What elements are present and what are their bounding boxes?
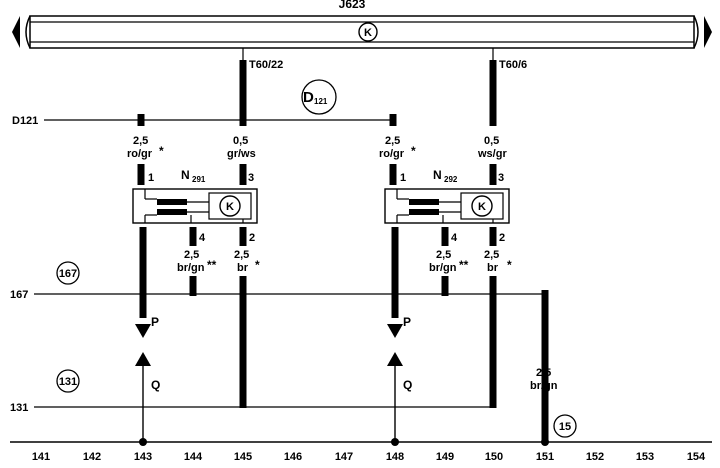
junction-dot bbox=[139, 438, 147, 446]
pin-3: 3 bbox=[248, 172, 254, 184]
svg-text:121: 121 bbox=[314, 97, 328, 106]
wire-2-color: br bbox=[237, 262, 249, 274]
wire-in-size: 2,5 bbox=[385, 135, 400, 147]
wire-ctrl-color: gr/ws bbox=[227, 148, 256, 160]
wire-4-color: br/gn bbox=[429, 262, 457, 274]
column-number: 143 bbox=[134, 451, 152, 463]
rail-label-167: 167 bbox=[10, 289, 28, 301]
unit-symbol: K bbox=[364, 27, 372, 39]
column-number: 147 bbox=[335, 451, 353, 463]
junction-dot bbox=[391, 438, 399, 446]
column-number: 142 bbox=[83, 451, 101, 463]
wire-4-color: br/gn bbox=[177, 262, 205, 274]
pin-2: 2 bbox=[249, 232, 255, 244]
valve-name-sub: 292 bbox=[444, 175, 458, 184]
arrow-up-icon bbox=[387, 352, 403, 366]
wire-in-color: ro/gr bbox=[379, 148, 405, 160]
wire-in-size: 2,5 bbox=[133, 135, 148, 147]
column-number: 144 bbox=[184, 451, 203, 463]
column-number: 146 bbox=[284, 451, 302, 463]
arrow-p-label: P bbox=[403, 315, 411, 329]
wire-ctrl-size: 0,5 bbox=[233, 135, 248, 147]
pin-4: 4 bbox=[199, 232, 206, 244]
column-number: 153 bbox=[636, 451, 654, 463]
wire-4-mark: ** bbox=[207, 258, 217, 272]
pin-4: 4 bbox=[451, 232, 458, 244]
wire-in-mark: * bbox=[159, 144, 164, 158]
wire-2-mark: * bbox=[255, 258, 260, 272]
valve-name-sub: 291 bbox=[192, 175, 206, 184]
valve-name: N bbox=[433, 168, 442, 182]
wire-4-mark: ** bbox=[459, 258, 469, 272]
pin-2: 2 bbox=[499, 232, 505, 244]
arrow-q-label: Q bbox=[151, 378, 160, 392]
wire-2-color: br bbox=[487, 262, 499, 274]
pin-1: 1 bbox=[148, 172, 154, 184]
unit-label: J623 bbox=[339, 0, 366, 11]
wire-ctrl-color: ws/gr bbox=[477, 148, 507, 160]
arrow-q-label: Q bbox=[403, 378, 412, 392]
valve-name: N bbox=[181, 168, 190, 182]
arrow-down-icon bbox=[135, 324, 151, 338]
column-number: 154 bbox=[687, 451, 706, 463]
column-number: 141 bbox=[32, 451, 50, 463]
pin-1: 1 bbox=[400, 172, 406, 184]
ground-marker-text: 15 bbox=[559, 421, 571, 433]
pin-label-t60-22: T60/22 bbox=[249, 59, 283, 71]
wire-ctrl-size: 0,5 bbox=[484, 135, 499, 147]
valve-n292: 2,5 ro/gr * 0,5 ws/gr 1 3 N 292 K 4 2 2,… bbox=[379, 135, 512, 440]
rail-167-marker-text: 167 bbox=[59, 268, 77, 280]
wire-4-size: 2,5 bbox=[184, 249, 199, 261]
arrow-down-icon bbox=[387, 324, 403, 338]
control-unit-bar bbox=[25, 15, 699, 49]
wire-4-size: 2,5 bbox=[436, 249, 451, 261]
arrow-right-icon bbox=[704, 16, 712, 48]
rail-131-marker bbox=[56, 369, 80, 393]
wire-2-size: 2,5 bbox=[484, 249, 499, 261]
column-number: 152 bbox=[586, 451, 604, 463]
rail-131-marker-text: 131 bbox=[59, 376, 77, 388]
junction-dot bbox=[541, 438, 549, 446]
column-number: 145 bbox=[234, 451, 252, 463]
unit-symbol-circle-icon bbox=[358, 22, 378, 42]
wire-2-size: 2,5 bbox=[234, 249, 249, 261]
ground-wire-color: br/gn bbox=[530, 380, 558, 392]
rail-167-marker bbox=[56, 261, 80, 285]
valve-symbol: K bbox=[478, 201, 486, 213]
arrow-left-icon bbox=[12, 16, 20, 48]
wire-in-color: ro/gr bbox=[127, 148, 153, 160]
arrow-p-label: P bbox=[151, 315, 159, 329]
d121-marker: D 121 bbox=[301, 79, 337, 115]
rail-label-d121: D121 bbox=[12, 115, 38, 127]
pin-label-t60-6: T60/6 bbox=[499, 59, 527, 71]
ground-wire-size: 2,5 bbox=[536, 367, 551, 379]
valve-n291: 2,5 ro/gr * 0,5 gr/ws 1 3 N 291 K 4 2 bbox=[127, 135, 260, 440]
column-numbers: 141 142 143 144 145 146 147 148 149 150 … bbox=[32, 451, 706, 463]
valve-symbol: K bbox=[226, 201, 234, 213]
wire-2-mark: * bbox=[507, 258, 512, 272]
column-number: 149 bbox=[436, 451, 454, 463]
column-number: 150 bbox=[485, 451, 503, 463]
wire-in-mark: * bbox=[411, 144, 416, 158]
arrow-up-icon bbox=[135, 352, 151, 366]
ground-marker bbox=[553, 414, 577, 438]
svg-text:D: D bbox=[303, 89, 314, 106]
column-number: 151 bbox=[536, 451, 554, 463]
pin-3: 3 bbox=[498, 172, 504, 184]
column-number: 148 bbox=[386, 451, 404, 463]
rail-label-131: 131 bbox=[10, 402, 28, 414]
